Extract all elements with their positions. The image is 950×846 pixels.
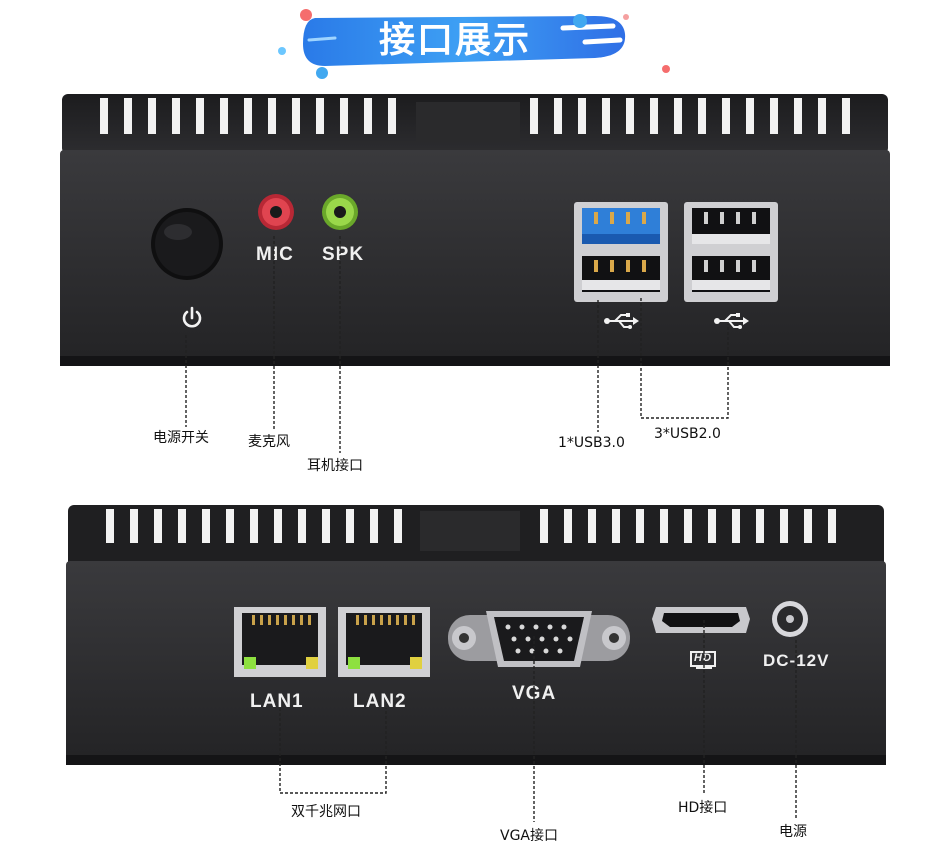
callout-vga: VGA接口 (500, 828, 559, 844)
front-chassis (60, 94, 890, 366)
lan1-port-label: LAN1 (250, 691, 304, 712)
power-icon (182, 306, 202, 328)
title-banner (303, 16, 626, 66)
callout-headphone: 耳机接口 (307, 458, 363, 474)
callout-dual-gigabit-lan: 双千兆网口 (291, 804, 361, 820)
spk-port-label: SPK (322, 244, 365, 265)
mic-port-label: MIC (256, 244, 294, 265)
hd-port-label: HD (694, 652, 712, 664)
usb-icon (714, 313, 749, 329)
callout-microphone: 麦克风 (248, 434, 290, 450)
callout-usb2: 3*USB2.0 (654, 426, 721, 442)
callout-usb3: 1*USB3.0 (558, 435, 625, 451)
banner-dots (278, 9, 670, 79)
callout-power-switch: 电源开关 (153, 430, 209, 446)
lan2-port-label: LAN2 (353, 691, 407, 712)
usb-icon (604, 313, 639, 329)
callout-hd: HD接口 (678, 800, 728, 816)
rear-panel-device: HD LAN1 LAN2 VGA DC-12V (66, 491, 886, 769)
callout-power-input: 电源 (779, 824, 807, 840)
front-panel-device: MIC SPK (60, 84, 890, 372)
rear-chassis (66, 505, 886, 765)
banner-title: 接口展示 (378, 20, 531, 61)
